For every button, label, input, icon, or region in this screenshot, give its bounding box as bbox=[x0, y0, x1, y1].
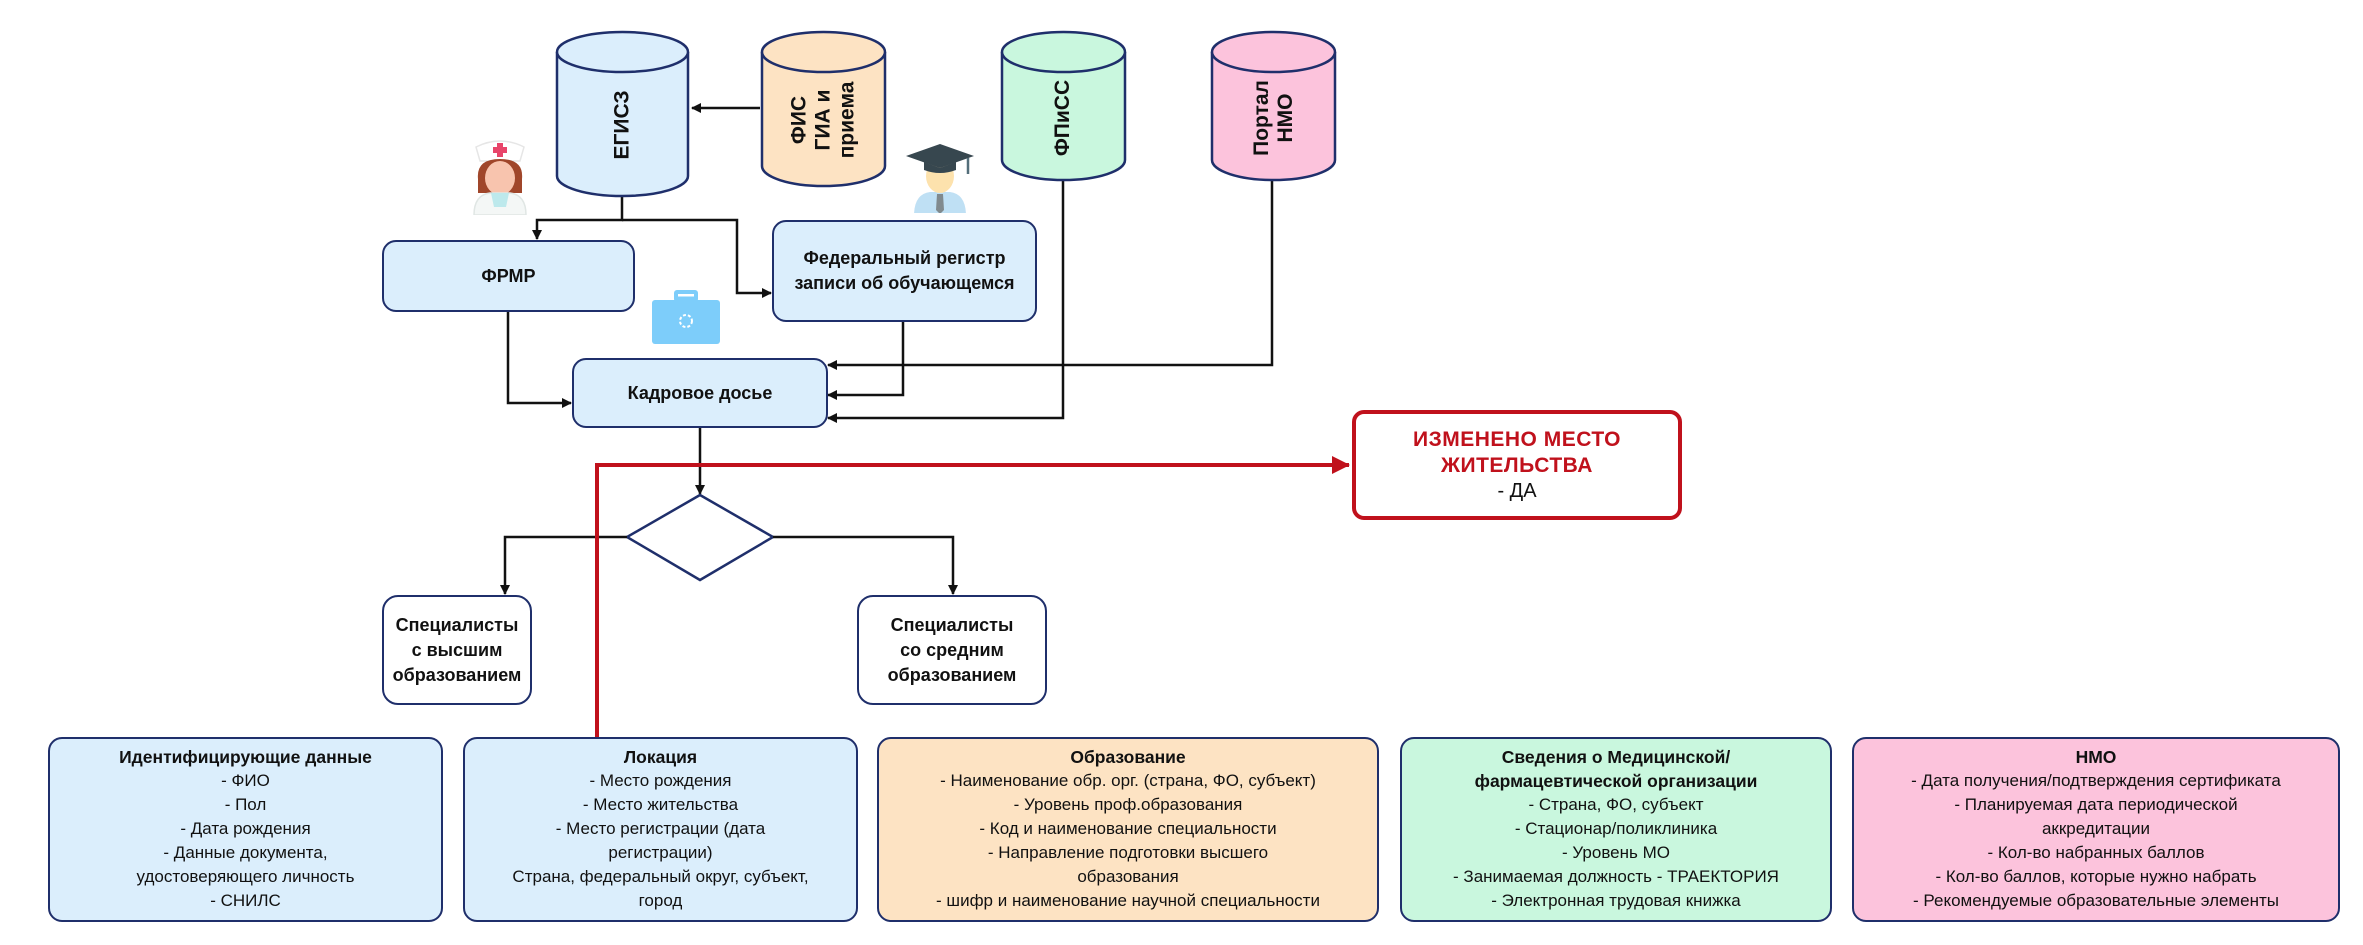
info-item: - СНИЛС bbox=[210, 891, 281, 910]
cylinder-shape bbox=[760, 30, 887, 188]
connector-fpiss-to-personnel-file bbox=[827, 180, 1065, 423]
database-label: ФПиСС bbox=[1051, 79, 1075, 157]
info-item: - Кол-во баллов, которые нужно набрать bbox=[1935, 867, 2257, 886]
info-item: - Дата получения/подтверждения сертифика… bbox=[1911, 771, 2281, 790]
info-box-education[interactable]: Образование - Наименование обр. орг. (ст… bbox=[877, 737, 1379, 922]
info-item: - Наименование обр. орг. (страна, ФО, су… bbox=[940, 771, 1316, 790]
info-item: - Место рождения bbox=[589, 771, 732, 790]
frmr-label: ФРМР bbox=[481, 265, 536, 286]
info-item: - Стационар/поликлиника bbox=[1514, 819, 1718, 838]
personnel-file-box[interactable]: Кадровое досье bbox=[572, 358, 828, 428]
database-label: Портал НМО bbox=[1249, 80, 1297, 156]
info-box-medical-organization[interactable]: Сведения о Медицинской/ фармацевтической… bbox=[1400, 737, 1832, 922]
info-item: - Планируемая дата периодической аккреди… bbox=[1954, 795, 2238, 838]
decision-diamond bbox=[624, 493, 776, 582]
graduate-icon bbox=[900, 138, 980, 216]
info-box-nmo[interactable]: НМО - Дата получения/подтверждения серти… bbox=[1852, 737, 2340, 922]
info-box-title: Идентифицирующие данные bbox=[119, 747, 372, 767]
briefcase-icon bbox=[650, 288, 722, 346]
info-box-title: НМО bbox=[2075, 747, 2117, 767]
nurse-icon bbox=[460, 135, 540, 216]
database-egisz[interactable]: ЕГИСЗ bbox=[555, 30, 690, 198]
connector-register-to-personnel-file bbox=[827, 322, 905, 400]
secondary-education-specialists-box[interactable]: Специалисты со средним образованием bbox=[857, 595, 1047, 705]
info-box-identification[interactable]: Идентифицирующие данные - ФИО - Пол - Да… bbox=[48, 737, 443, 922]
alert-title: ИЗМЕНЕНО МЕСТО ЖИТЕЛЬСТВА bbox=[1412, 428, 1622, 477]
federal-register-box[interactable]: Федеральный регистр записи об обучающемс… bbox=[772, 220, 1037, 322]
personnel-file-label: Кадровое досье bbox=[627, 382, 773, 403]
connector-frmr-to-personnel-file bbox=[506, 312, 572, 408]
database-fis[interactable]: ФИС ГИА и приема bbox=[760, 30, 887, 188]
info-item: - Рекомендуемые образовательные элементы bbox=[1913, 891, 2279, 910]
secondary-education-label: Специалисты со средним образованием bbox=[887, 614, 1017, 685]
database-nmo-portal[interactable]: Портал НМО bbox=[1210, 30, 1337, 182]
info-item: - Место жительства bbox=[582, 795, 739, 814]
info-item: - Данные документа, удостоверяющего личн… bbox=[136, 843, 355, 886]
info-item: - Страна, ФО, субъект bbox=[1528, 795, 1704, 814]
info-item: - шифр и наименование научной специально… bbox=[936, 891, 1320, 910]
higher-education-label: Специалисты с высшим образованием bbox=[392, 614, 522, 685]
alert-box[interactable]: ИЗМЕНЕНО МЕСТО ЖИТЕЛЬСТВА - ДА bbox=[1352, 410, 1682, 520]
connector-nmo-to-personnel-file bbox=[827, 180, 1274, 370]
cylinder-shape bbox=[555, 30, 690, 198]
info-item: - Дата рождения bbox=[180, 819, 311, 838]
connector-decision-to-higher bbox=[500, 535, 627, 595]
connector-egisz-to-frmr bbox=[532, 195, 624, 240]
info-item: Страна, федеральный округ, субъект, горо… bbox=[512, 867, 809, 910]
frmr-box[interactable]: ФРМР bbox=[382, 240, 635, 312]
database-fpiss[interactable]: ФПиСС bbox=[1000, 30, 1127, 182]
info-item: - Занимаемая должность - ТРАЕКТОРИЯ bbox=[1453, 867, 1779, 886]
database-label: ЕГИСЗ bbox=[610, 90, 634, 160]
info-item: - Пол bbox=[224, 795, 267, 814]
federal-register-label: Федеральный регистр записи об обучающемс… bbox=[794, 248, 1015, 293]
info-item: - Код и наименование специальности bbox=[979, 819, 1277, 838]
info-item: - Уровень МО bbox=[1562, 843, 1670, 862]
info-item: - ФИО bbox=[221, 771, 270, 790]
info-item: - Электронная трудовая книжка bbox=[1491, 891, 1741, 910]
info-box-location[interactable]: Локация - Место рождения - Место жительс… bbox=[463, 737, 858, 922]
info-item: - Направление подготовки высшего образов… bbox=[987, 843, 1269, 886]
cylinder-shape bbox=[1000, 30, 1127, 182]
connector-location-to-alert bbox=[595, 456, 1350, 737]
info-box-title: Локация bbox=[623, 747, 698, 767]
info-item: - Кол-во набранных баллов bbox=[1987, 843, 2205, 862]
info-box-title: Образование bbox=[1070, 747, 1186, 767]
info-item: - Уровень проф.образования bbox=[1013, 795, 1243, 814]
info-item: - Место регистрации (дата регистрации) bbox=[555, 819, 766, 862]
cylinder-shape bbox=[1210, 30, 1337, 182]
connector-decision-to-secondary bbox=[773, 535, 958, 595]
database-label: ФИС ГИА и приема bbox=[787, 81, 859, 159]
alert-value: - ДА bbox=[1497, 480, 1537, 502]
info-box-title: Сведения о Медицинской/ фармацевтической… bbox=[1474, 747, 1758, 791]
connector-egisz-to-register bbox=[622, 218, 772, 298]
higher-education-specialists-box[interactable]: Специалисты с высшим образованием bbox=[382, 595, 532, 705]
